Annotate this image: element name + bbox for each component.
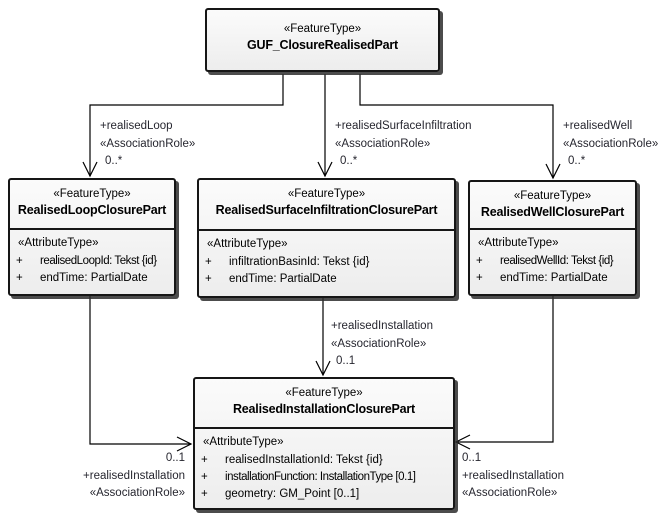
class-header: «FeatureType» RealisedSurfaceInfiltratio… <box>199 180 454 229</box>
class-stereotype: «FeatureType» <box>287 188 366 200</box>
connector-realised-installation-right[interactable] <box>454 295 554 450</box>
attribute-row: + realisedInstallationId: Tekst {id} <box>201 454 451 466</box>
attribute-compartment: «AttributeType» + realisedLoopId: Tekst … <box>10 228 174 293</box>
role-stereotype: «AssociationRole» <box>563 137 659 150</box>
role-stereotype: «AssociationRole» <box>331 337 427 350</box>
attribute-text: installationFunction: InstallationType [… <box>225 471 416 483</box>
open-arrowhead-down-icon <box>82 161 98 178</box>
connector-line <box>456 295 554 443</box>
connector-label-realised-well: +realisedWell «AssociationRole» 0..* <box>563 118 658 171</box>
attribute-text: endTime: PartialDate <box>229 273 337 285</box>
connector-realised-well[interactable] <box>359 74 561 180</box>
open-arrowhead-down-icon <box>315 360 331 377</box>
attribute-row: + realisedWellId: Tekst {id} <box>476 255 633 267</box>
connector-realised-surface-infiltration[interactable] <box>317 74 333 178</box>
attribute-text: realisedInstallationId: Tekst {id} <box>225 454 383 466</box>
visibility-marker: + <box>16 255 23 267</box>
visibility-marker: + <box>476 255 483 267</box>
open-arrowhead-down-icon <box>317 161 333 178</box>
attribute-text: endTime: PartialDate <box>40 272 148 284</box>
open-arrowhead-down-icon <box>545 163 561 180</box>
class-header: «FeatureType» RealisedInstallationClosur… <box>195 379 453 427</box>
attribute-text: endTime: PartialDate <box>500 272 608 284</box>
class-name: RealisedSurfaceInfiltrationClosurePart <box>215 203 438 217</box>
class-box-realised-well-closure-part[interactable]: «FeatureType» RealisedWellClosurePart «A… <box>468 180 637 296</box>
class-stereotype: «FeatureType» <box>53 188 131 200</box>
visibility-marker: + <box>201 454 208 466</box>
class-box-realised-loop-closure-part[interactable]: «FeatureType» RealisedLoopClosurePart «A… <box>8 178 176 296</box>
attribute-stereotype: «AttributeType» <box>207 238 288 250</box>
class-stereotype: «FeatureType» <box>513 190 592 202</box>
role-name: +realisedSurfaceInfiltration <box>335 120 472 132</box>
visibility-marker: + <box>205 273 212 285</box>
attribute-row: + realisedLoopId: Tekst {id} <box>16 255 172 267</box>
connector-realised-loop[interactable] <box>82 74 284 178</box>
connector-label-realised-loop: +realisedLoop «AssociationRole» 0..* <box>100 118 195 171</box>
multiplicity: 0..* <box>568 155 586 167</box>
role-stereotype: «AssociationRole» <box>89 487 185 499</box>
attribute-text: realisedLoopId: Tekst {id} <box>40 255 157 267</box>
class-header: «FeatureType» RealisedLoopClosurePart <box>10 180 174 228</box>
class-name: RealisedWellClosurePart <box>480 205 625 219</box>
role-stereotype: «AssociationRole» <box>335 137 431 150</box>
role-name: +realisedLoop <box>100 120 173 132</box>
connector-realised-installation-center[interactable] <box>315 297 331 377</box>
connector-label-realised-installation-right: 0..1 +realisedInstallation «AssociationR… <box>462 450 564 503</box>
attribute-compartment: «AttributeType» + infiltrationBasinId: T… <box>199 229 454 294</box>
class-name: RealisedInstallationClosurePart <box>232 402 416 416</box>
connector-line <box>89 295 191 445</box>
class-box-realised-surface-infiltration-closure-part[interactable]: «FeatureType» RealisedSurfaceInfiltratio… <box>197 178 456 298</box>
visibility-marker: + <box>201 488 208 500</box>
connector-realised-installation-left[interactable] <box>89 295 193 452</box>
attribute-stereotype: «AttributeType» <box>18 237 99 249</box>
role-name: +realisedInstallation <box>331 320 433 332</box>
class-box-realised-installation-closure-part[interactable]: «FeatureType» RealisedInstallationClosur… <box>193 377 455 510</box>
multiplicity: 0..* <box>105 155 123 167</box>
class-stereotype: «FeatureType» <box>283 23 362 35</box>
attribute-text: infiltrationBasinId: Tekst {id} <box>229 256 370 268</box>
class-stereotype: «FeatureType» <box>285 387 363 399</box>
visibility-marker: + <box>16 272 23 284</box>
role-name: +realisedWell <box>563 120 633 132</box>
class-name: GUF_ClosureRealisedPart <box>246 38 398 52</box>
attribute-text: realisedWellId: Tekst {id} <box>500 255 614 267</box>
multiplicity: 0..1 <box>462 452 482 464</box>
connector-label-realised-installation-center: +realisedInstallation «AssociationRole» … <box>331 318 433 371</box>
multiplicity: 0..1 <box>165 452 185 464</box>
attribute-stereotype: «AttributeType» <box>478 237 559 249</box>
attribute-row: + endTime: PartialDate <box>16 272 172 284</box>
visibility-marker: + <box>205 256 212 268</box>
attribute-stereotype: «AttributeType» <box>203 436 284 448</box>
class-box-guf-closurerealisedpart[interactable]: «FeatureType» GUF_ClosureRealisedPart <box>205 8 440 72</box>
multiplicity: 0..1 <box>336 355 356 367</box>
connector-line <box>89 74 284 176</box>
role-name: +realisedInstallation <box>83 469 185 482</box>
role-stereotype: «AssociationRole» <box>100 137 196 150</box>
open-arrowhead-left-icon <box>454 434 471 450</box>
role-name: +realisedInstallation <box>462 469 564 482</box>
visibility-marker: + <box>476 272 483 284</box>
attribute-compartment: «AttributeType» + realisedInstallationId… <box>195 427 453 509</box>
connector-label-realised-surface-infiltration: +realisedSurfaceInfiltration «Associatio… <box>335 118 471 171</box>
role-stereotype: «AssociationRole» <box>462 487 558 499</box>
open-arrowhead-right-icon <box>176 436 193 452</box>
attribute-row: + installationFunction: InstallationType… <box>201 471 451 483</box>
class-name: RealisedLoopClosurePart <box>17 203 167 217</box>
attribute-row: + endTime: PartialDate <box>476 272 633 284</box>
attribute-row: + geometry: GM_Point [0..1] <box>201 488 451 500</box>
visibility-marker: + <box>201 471 208 483</box>
multiplicity: 0..* <box>340 155 358 167</box>
attribute-compartment: «AttributeType» + realisedWellId: Tekst … <box>470 228 635 293</box>
attribute-text: geometry: GM_Point [0..1] <box>225 488 360 500</box>
attribute-row: + endTime: PartialDate <box>205 273 452 285</box>
connector-label-realised-installation-left: 0..1 +realisedInstallation «AssociationR… <box>83 450 185 503</box>
attribute-row: + infiltrationBasinId: Tekst {id} <box>205 256 452 268</box>
class-header: «FeatureType» GUF_ClosureRealisedPart <box>207 10 438 52</box>
connector-line <box>359 74 554 178</box>
class-header: «FeatureType» RealisedWellClosurePart <box>470 182 635 228</box>
